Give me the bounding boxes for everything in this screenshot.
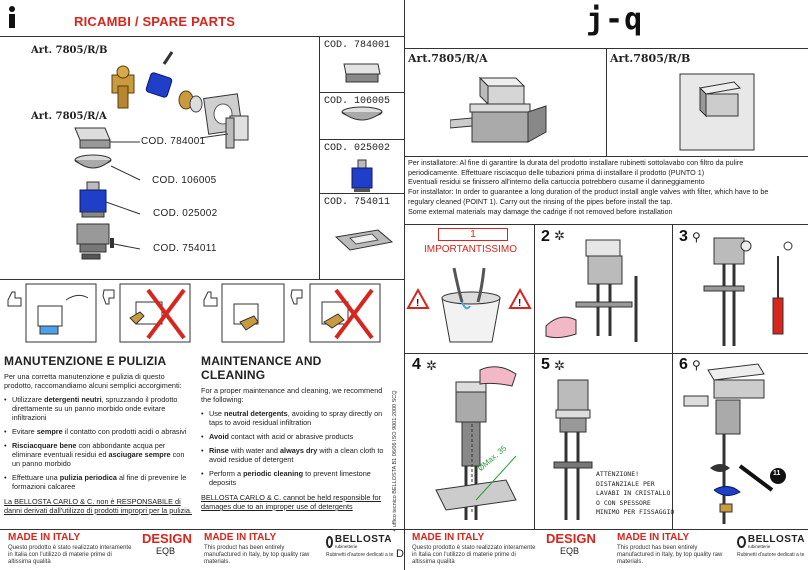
spare-parts-title: RICAMBI / SPARE PARTS: [74, 14, 236, 29]
maintenance-en-intro: For a proper maintenance and cleaning, w…: [201, 386, 383, 404]
code-754011: COD. 754011: [324, 197, 391, 208]
step-6-illustration: [683, 363, 786, 524]
code-thumbnails: [334, 63, 394, 251]
maintenance-en-section: MAINTENANCE AND CLEANING For a proper ma…: [201, 354, 387, 511]
step-1-label: IMPORTANTISSIMO: [424, 244, 517, 255]
step-5-warning-note: ATTENZIONE! DISTANZIALE PER LAVABI IN CR…: [596, 470, 675, 516]
step-2-number: 2: [541, 228, 550, 245]
product-b-label: Art.7805/R/B: [610, 52, 691, 65]
svg-text:!: !: [416, 298, 419, 309]
installer-note-line-2: periodicamente. Effettuare risciacquo de…: [408, 167, 705, 177]
maintenance-it-bullet-1: Utilizzare detergenti neutri, spruzzando…: [4, 395, 194, 422]
installer-note-line-6: Some external materials may damage the c…: [408, 206, 673, 216]
installer-note-line-1: Per installatore: Al fine di garantire l…: [408, 158, 744, 167]
art-b-label: Art. 7805/R/B: [31, 45, 108, 56]
maintenance-it-disclaimer: La BELLOSTA CARLO & C. non è RESPONSABIL…: [4, 497, 192, 515]
callout-106005: COD. 106005: [152, 175, 217, 186]
maintenance-it-intro: Per una corretta manutenzione e pulizia …: [4, 372, 182, 390]
maintenance-en-title: MAINTENANCE AND CLEANING: [201, 354, 322, 382]
page-mark: D: [396, 548, 404, 560]
vertical-iso-note: + uffico tecnico BELLOSTA B1 06/06 ISO 9…: [392, 390, 398, 532]
step-1-illustration: ! !: [406, 267, 532, 343]
step-3-illustration: [703, 237, 793, 346]
step-3-wrench-icon: ⚲: [692, 230, 701, 244]
footer-en-made-in-italy: MADE IN ITALY: [204, 532, 277, 543]
maintenance-it-section: MANUTENZIONE E PULIZIA Per una corretta …: [4, 354, 194, 515]
maintenance-en-disclaimer: BELLOSTA CARLO & C. cannot be held respo…: [201, 493, 381, 511]
blue-cartridge-art-b: [145, 51, 174, 98]
footer-right-en-made-in-italy: MADE IN ITALY: [617, 532, 690, 543]
maintenance-it-bullet-3: Risciacquare bene con abbondante acqua p…: [4, 441, 194, 468]
maintenance-it-bullet-2: Evitare sempre il contatto con prodotti …: [4, 427, 194, 436]
step-5-number: 5: [541, 356, 550, 373]
product-a-label: Art.7805/R/A: [408, 52, 488, 65]
svg-text:!: !: [518, 298, 521, 309]
footer-right-it-made-in-italy: MADE IN ITALY: [412, 532, 485, 543]
step-5-illustration: [553, 379, 593, 520]
installer-note: Per installatore: Al fine di garantire l…: [408, 158, 806, 216]
step-5-gear-icon: ✲: [554, 358, 565, 373]
maintenance-illustrations-en: [203, 283, 381, 343]
step-6-wrench-icon: ⚲: [692, 358, 701, 372]
bellosta-logo: BELLOSTA rubinetterie Rubinetti d'autore…: [326, 534, 394, 558]
installer-note-line-3: Eventuali residui se finissero all'inter…: [408, 177, 705, 187]
step-3-number: 3: [679, 228, 688, 245]
maintenance-en-bullet-3: Rinse with water and always dry with a c…: [201, 446, 387, 464]
step-4-number: 4: [412, 356, 421, 373]
installer-note-line-4: For installator: In order to guarantee a…: [408, 187, 769, 197]
brand-logo: j-q: [586, 2, 644, 37]
maintenance-it-bullet-4: Effettuare una pulizia periodica al fine…: [4, 473, 194, 491]
cartridge-part: [79, 181, 107, 218]
maintenance-it-title: MANUTENZIONE E PULIZIA: [4, 354, 167, 368]
step-4-gear-icon: ✲: [426, 358, 437, 373]
footer-design-sub: EQB: [156, 546, 176, 556]
valve-body-art-b: [111, 65, 135, 109]
product-b-image: [679, 73, 755, 151]
installer-note-line-5: regulary cleaned (POINT 1). Carry out th…: [408, 196, 673, 206]
base-plate-part: [76, 223, 114, 260]
maintenance-illustrations-it: [7, 283, 191, 343]
callout-754011: COD. 754011: [153, 243, 217, 254]
step-6-tool-tag: 11: [773, 470, 781, 477]
footer-it-desc: Questo prodotto è stato realizzato inter…: [8, 545, 132, 566]
maintenance-en-bullet-4: Perform a periodic cleaning to prevent l…: [201, 469, 387, 487]
cover-dome-part: [74, 154, 112, 169]
step-1-number-box: 1: [438, 228, 508, 241]
info-icon: [6, 6, 18, 28]
product-a-image: [450, 76, 547, 143]
step-2-gear-icon: ✲: [554, 228, 565, 243]
step-2-illustration: [545, 239, 638, 342]
maintenance-en-bullet-2: Avoid contact with acid or abrasive prod…: [201, 432, 387, 441]
callout-784001: COD. 784001: [141, 136, 206, 147]
handle-part: [74, 127, 111, 149]
footer-right-it-desc: Questo prodotto è stato realizzato inter…: [412, 545, 536, 566]
footer-right-en-desc: This product has been entirely manufactu…: [617, 545, 723, 566]
footer-design: DESIGN: [142, 531, 192, 546]
callout-025002: COD. 025002: [153, 208, 218, 219]
art-a-label: Art. 7805/R/A: [31, 111, 107, 122]
exploded-parts-diagram: [74, 51, 249, 260]
footer-right-design-sub: EQB: [560, 546, 580, 556]
maintenance-en-bullet-1: Use neutral detergents, avoiding to spra…: [201, 409, 387, 427]
bellosta-logo-icon: [326, 535, 333, 548]
footer-right-design: DESIGN: [546, 531, 596, 546]
code-106005: COD. 106005: [324, 96, 391, 107]
bellosta-logo-right-icon: [737, 535, 746, 548]
code-025002: COD. 025002: [324, 143, 391, 154]
code-784001: COD. 784001: [324, 40, 391, 51]
footer-en-desc: This product has been entirely manufactu…: [204, 545, 310, 566]
footer-it-made-in-italy: MADE IN ITALY: [8, 532, 81, 543]
bellosta-logo-right: BELLOSTA rubinetterie Rubinetti d'autore…: [737, 534, 805, 558]
step-6-number: 6: [679, 356, 688, 373]
step-4-illustration: [435, 366, 517, 520]
